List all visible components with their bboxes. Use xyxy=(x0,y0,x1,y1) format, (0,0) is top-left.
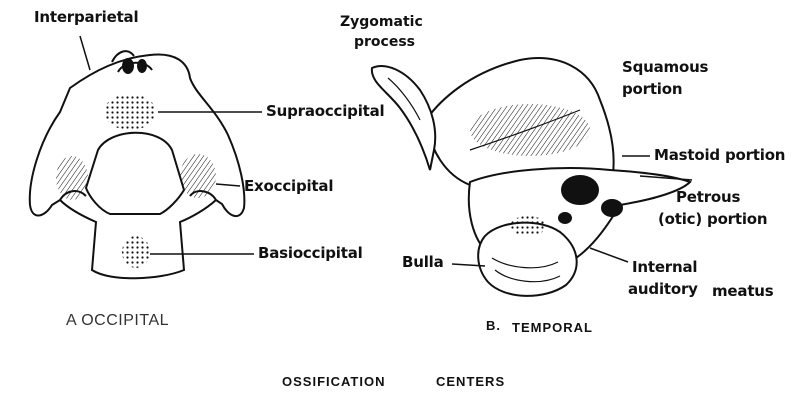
basioccipital-label: Basioccipital xyxy=(258,244,363,262)
occipital-caption: A OCCIPITAL xyxy=(66,312,169,330)
squamous-label-line2: portion xyxy=(622,80,682,98)
mastoid-label: Mastoid portion xyxy=(654,146,785,164)
exoccipital-label: Exoccipital xyxy=(244,177,333,195)
internal-label-line2b: meatus xyxy=(712,282,774,300)
foramen-magnum xyxy=(86,133,184,214)
petrous-label-line2: (otic) portion xyxy=(658,210,767,228)
interparietal-label: Interparietal xyxy=(34,8,138,26)
footer-word-ossification: OSSIFICATION xyxy=(282,374,385,389)
temporal-caption-word: TEMPORAL xyxy=(512,320,593,335)
internal-label-line1: Internal xyxy=(632,258,697,276)
temporal-caption-letter: B. xyxy=(486,318,501,333)
petrous-label-line1: Petrous xyxy=(676,188,740,206)
supraoccipital-label: Supraoccipital xyxy=(266,102,384,120)
internal-label-line2a: auditory xyxy=(628,280,698,298)
zygomatic-label-line1: Zygomatic xyxy=(340,14,423,30)
footer-word-centers: CENTERS xyxy=(436,374,505,389)
occipital-bone xyxy=(30,51,245,278)
squamous-label-line1: Squamous xyxy=(622,58,708,76)
bulla-label: Bulla xyxy=(402,253,444,271)
zygomatic-label-line2: process xyxy=(354,34,415,50)
